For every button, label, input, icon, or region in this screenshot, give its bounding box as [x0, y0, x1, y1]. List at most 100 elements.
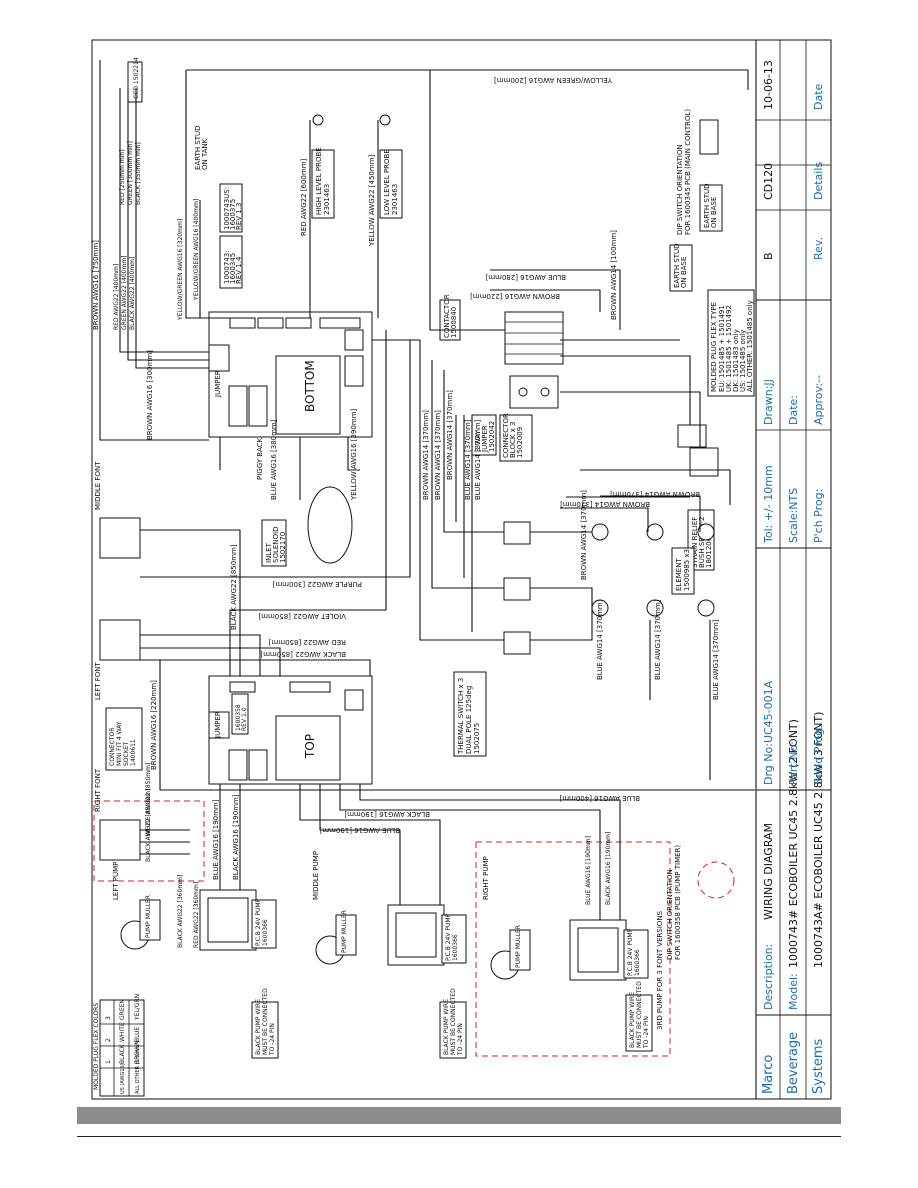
wire-blue-370e: BLUE AWG14 [370mm]: [712, 619, 720, 700]
wire-blue-400: BLUE AWG16 [400mm]: [559, 794, 640, 802]
flex-row2-head: ALL OTHER (1.5mm²): [135, 1041, 141, 1094]
dip-switch-main: DIP SWITCH ORIENTATION FOR 1600345 PCB (…: [676, 109, 719, 235]
right-font-dashed-box: [93, 800, 205, 882]
dip-main-2: FOR 1600345 PCB (MAIN CONTROL): [684, 109, 692, 235]
bottom-pcb-ids: 1000743: 1600345 REV 1.4 1000743US: 1600…: [219, 183, 243, 289]
right-pump-note-2: MUST BE CONNECTED: [636, 981, 643, 1048]
earth-stud-tank-2: ON TANK: [201, 138, 209, 170]
pcb-bottom-id-3: REV 1.4: [235, 256, 243, 284]
description-value: WIRING DIAGRAM: [762, 823, 775, 920]
wire-red-600: RED AWG22 [600mm]: [300, 158, 308, 236]
wire-red-250: RED [250mm min]: [119, 149, 126, 205]
flex-row2-c1: BROWN: [134, 1041, 141, 1064]
description-label: Description:: [762, 944, 775, 1010]
pcb-bottom-us-1: 1000743US:: [223, 187, 231, 230]
wire-brown-750: BROWN AWG16 [750mm]: [92, 240, 100, 330]
wire-black-360: BLACK AWG22 [360mm]: [177, 875, 184, 948]
pcb-bottom-id-1: 1000743:: [223, 250, 231, 284]
connector-socket-4: 1400611: [130, 739, 137, 766]
wire-yg-400: YELLOW/GREEN AWG16 [400mm]: [193, 199, 200, 301]
wire-blue-370a: BLUE AWG14 [370mm]: [464, 419, 472, 500]
wire-labels: YELLOW/GREEN AWG16 [200mm] BROWN AWG16 […: [92, 76, 720, 948]
wire-blue-190c: BLUE AWG16 [190mm]: [585, 836, 592, 905]
right-pump-supply-1: P.C.B 24V PUMP: [627, 928, 634, 976]
model-3-font: 1000743A# ECOBOILER UC45 2.8kW (3 FONT): [812, 712, 825, 968]
wire-blue-380: BLUE AWG16 [380mm]: [270, 419, 278, 500]
rev-letter: B: [762, 252, 775, 260]
wire-yellow-450: YELLOW AWG22 [450mm]: [368, 154, 376, 247]
dip-switch-timer-icon: [697, 861, 735, 899]
flex-row2-c3: YEL/GRN: [134, 994, 141, 1021]
inlet-solenoid-1: INLET: [265, 542, 273, 563]
low-probe-2: 2301463: [391, 184, 399, 215]
left-pump-label: LEFT PUMP: [112, 862, 120, 900]
flex-row1-c3: GREEN: [119, 999, 126, 1020]
connector-socket-1: CONNECTOR: [109, 728, 116, 766]
wire-yel-grn-top: YELLOW/GREEN AWG16 [200mm]: [494, 76, 613, 84]
middle-pump-supply-1: P.C.B 24V PUMP: [445, 913, 452, 961]
molded-plug-3: UK: 1501485 + 1501492: [725, 305, 733, 392]
connector-block: CONNECTOR BLOCK x 3 1502009 3 WAY JUMPER…: [471, 375, 559, 462]
strain-relief-2: BUSH SR-7W-2: [698, 517, 706, 568]
dip-timer-2: FOR 1600358 PCB (PUMP TIMER): [674, 845, 682, 960]
heating-elements: ELEMENT 1500985 x3: [591, 523, 715, 617]
wire-black-190c: BLACK AWG16 [190mm]: [605, 832, 612, 905]
left-pump-supply-1: P.C.B 24V PUMP: [255, 898, 262, 946]
wire-brown-370b: BROWN AWG14 [370mm]: [434, 410, 442, 500]
connector-block-3: 1502009: [516, 427, 524, 458]
plug-body-icon: [677, 424, 707, 448]
flex-head-2: 2: [105, 1038, 112, 1042]
earth-stud-tank-1: EARTH STUD: [194, 125, 202, 170]
earth-stud-base-1: EARTH STUD: [703, 183, 711, 228]
middle-pump-label: MIDDLE PUMP: [312, 851, 320, 900]
jumper-label-top: JUMPER: [214, 711, 222, 739]
footer-bar: [77, 1107, 841, 1124]
middle-pump-note-3: TO -24 PIN: [457, 1023, 464, 1056]
connector-block-1: CONNECTOR: [502, 413, 510, 458]
thermal-switches: THERMAL SWITCH x 3 DUAL POLE 125deg 1502…: [453, 521, 531, 757]
third-pump-dashed-box: [475, 841, 671, 1057]
contactor: CONTACTOR 1500840: [439, 294, 564, 365]
wire-black-190b: BLACK AWG16 [190mm]: [232, 794, 240, 880]
wire-red-850: RED AWG22 [850mm]: [268, 638, 346, 646]
bottom-pcb: BOTTOM JUMPER: [208, 311, 373, 438]
model-2-font: 1000743# ECOBOILER UC45 2.8kW (2 FONT): [787, 719, 800, 968]
contactor-id: 1500840: [450, 307, 458, 338]
earth-stud-base-2: ON BASE: [710, 197, 718, 228]
wire-red-360: RED AWG22 [360mm]: [193, 882, 200, 948]
ccd-label: CCD 1502214: [133, 57, 140, 99]
wire-brown-370e: BROWN AWG14 [370mm]: [610, 490, 700, 498]
right-font-label: RIGHT FONT: [94, 768, 102, 812]
bottom-pcb-label: BOTTOM: [303, 360, 317, 412]
wire-blue-370b: BLUE AWG14 [370mm]: [474, 419, 482, 500]
flex-row2-c2: BLUE: [134, 1026, 141, 1042]
wire-blue-190b: BLUE AWG16 [190mm]: [212, 799, 220, 880]
footer-line: [77, 1136, 841, 1137]
way-jumper-3: 1502042: [488, 421, 496, 452]
drawn-by: Drawn:JJ: [762, 379, 775, 425]
molded-plug-1: MOLDED PLUG FLEX TYPE: [710, 302, 718, 392]
wire-green-300: GREEN [300mm min]: [127, 141, 134, 205]
dip-main-1: DIP SWITCH ORIENTATION: [676, 144, 684, 235]
flex-row1-head: US (AWG16): [120, 1063, 126, 1094]
bend-prog: Bend Prog:: [812, 725, 825, 785]
earth-studs: EARTH STUD ON TANK EARTH STUD ON BASE EA…: [194, 125, 723, 292]
company-line-3: Systems: [811, 1039, 826, 1094]
middle-pump-note-2: MUST BE CONNECTED: [450, 988, 457, 1055]
connector-block-2: BLOCK x 3: [509, 422, 517, 459]
title-block: Marco Beverage Systems Description: WIRI…: [755, 40, 831, 1099]
element-label: ELEMENT: [675, 558, 683, 591]
approved-by: Approv:--: [812, 375, 825, 425]
scale: Scale:NTS: [787, 488, 800, 543]
wire-white-850: WHITE AWG22 [850mm]: [145, 763, 152, 836]
wire-blue-370c: BLUE AWG14 [370mm]: [596, 599, 604, 680]
thermal-switch-3: 1502075: [473, 723, 481, 754]
wire-violet-850: VIOLET AWG22 [850mm]: [258, 612, 346, 620]
wire-brown-300: BROWN AWG16 [300mm]: [146, 350, 154, 440]
middle-pump: MIDDLE PUMP PUMP MULLER P.C.B 24V PUMP 1…: [312, 851, 467, 1059]
tolerance: Tol: +/- 10mm: [762, 465, 775, 544]
jumper-label-bottom: JUMPER: [214, 370, 222, 398]
pcb-bottom-us-3: REV 1.3: [235, 203, 243, 230]
flex-color-table: MOLDED PLUG FLEX COLORS 1 2 3 US (AWG16)…: [93, 994, 145, 1097]
right-pump-note-3: TO -24 PIN: [643, 1016, 650, 1049]
